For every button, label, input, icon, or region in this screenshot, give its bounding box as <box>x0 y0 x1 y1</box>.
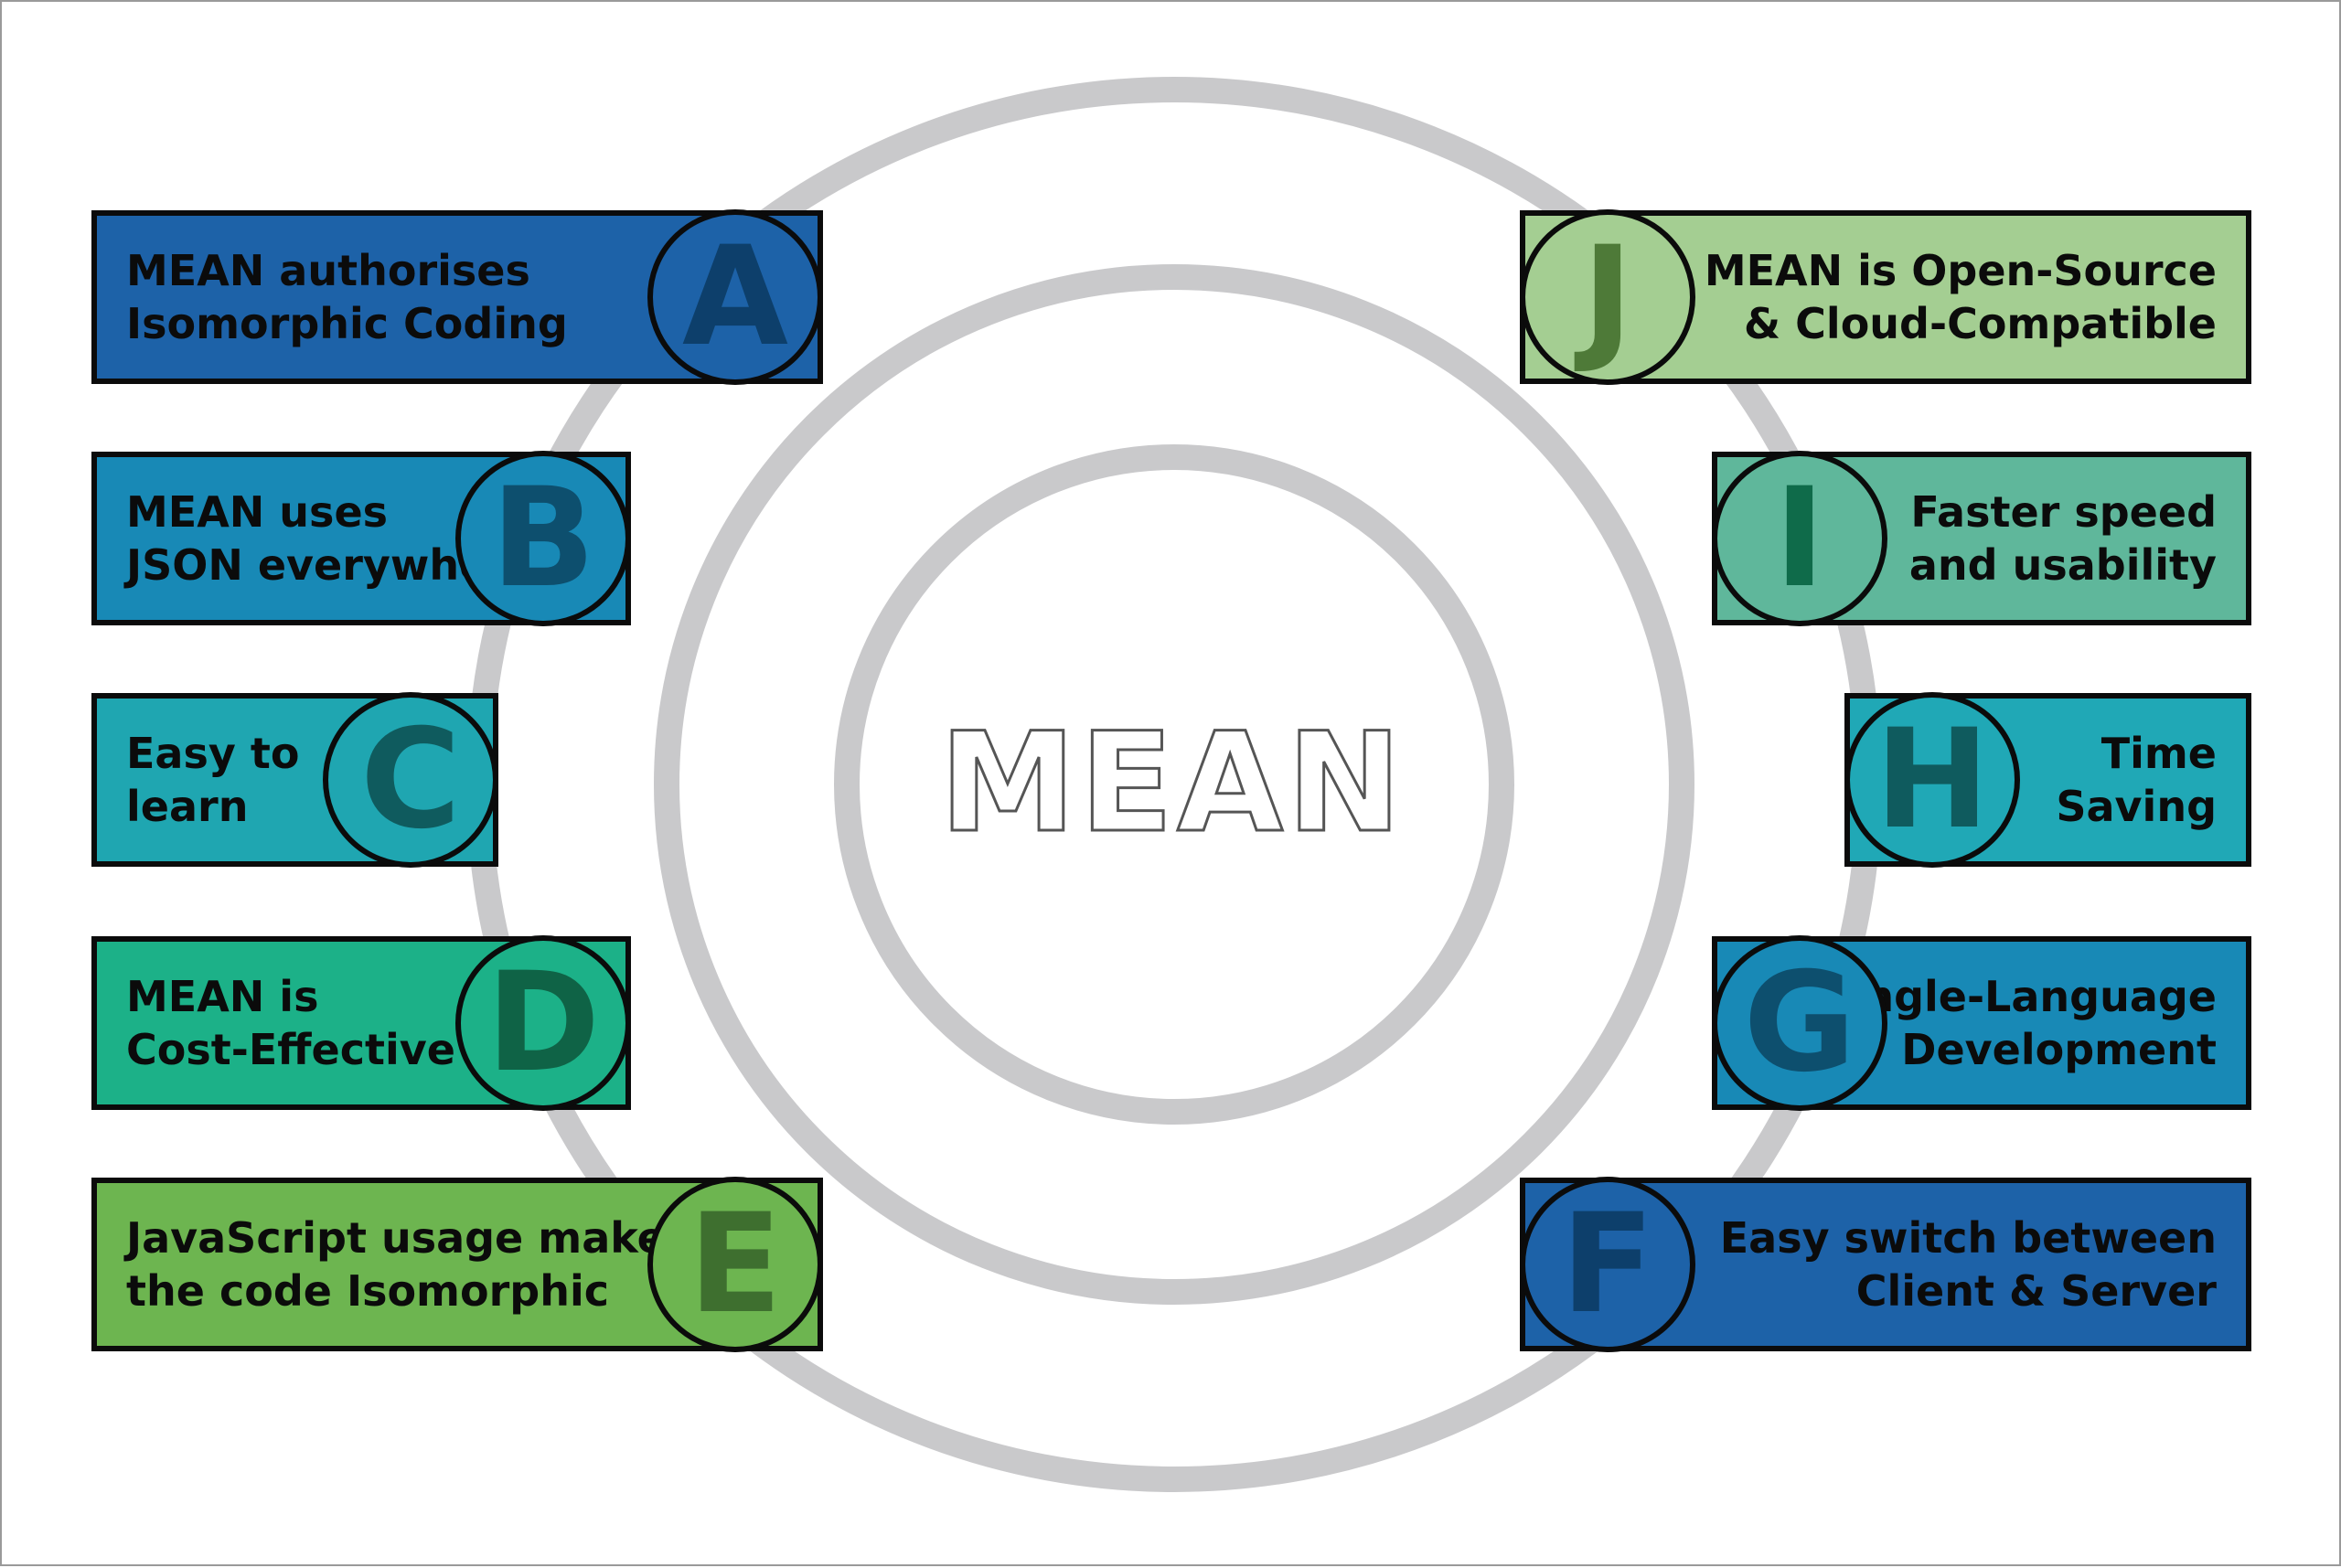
feature-label-line: Time <box>2100 729 2217 778</box>
feature-label-line: Easy to <box>126 729 300 778</box>
letter-badge-j: J <box>1520 209 1695 385</box>
feature-label-line: the code Isomorphic <box>126 1266 609 1316</box>
feature-label-line: Isomorphic Coding <box>126 299 568 348</box>
feature-label-line: and usability <box>1908 540 2217 590</box>
letter-badge-c: C <box>323 692 498 868</box>
feature-label-line: Faster speed <box>1910 487 2217 537</box>
feature-label: MEAN is Open-Source& Cloud-Compatible <box>1705 216 2217 379</box>
feature-label-line: Development <box>1901 1025 2217 1074</box>
letter-badge-e: E <box>647 1177 823 1352</box>
feature-label-line: Client & Server <box>1855 1266 2217 1316</box>
letter-badge-d: D <box>455 935 631 1111</box>
feature-label-line: JavaScript usage makes <box>126 1213 691 1263</box>
feature-label-line: Saving <box>2056 782 2217 831</box>
letter-badge-i: I <box>1712 451 1887 626</box>
letter-badge-f: F <box>1520 1177 1695 1352</box>
feature-label-line: MEAN uses <box>126 487 389 537</box>
feature-label-line: MEAN authorises <box>126 246 530 295</box>
letter-badge-h: H <box>1844 692 2020 868</box>
inner-ring <box>834 444 1514 1125</box>
feature-label-line: MEAN is Open-Source <box>1704 246 2217 295</box>
letter-badge-g: G <box>1712 935 1887 1111</box>
letter-badge-b: B <box>455 451 631 626</box>
letter-badge-a: A <box>647 209 823 385</box>
feature-label-line: & Cloud-Compatible <box>1744 299 2217 348</box>
feature-label-line: Cost-Effective <box>126 1025 455 1074</box>
middle-ring <box>654 264 1694 1305</box>
feature-label-line: Easy switch between <box>1719 1213 2217 1263</box>
feature-label-line: learn <box>126 782 249 831</box>
center-title: MEAN <box>938 703 1406 865</box>
feature-label-line: MEAN is <box>126 972 319 1021</box>
